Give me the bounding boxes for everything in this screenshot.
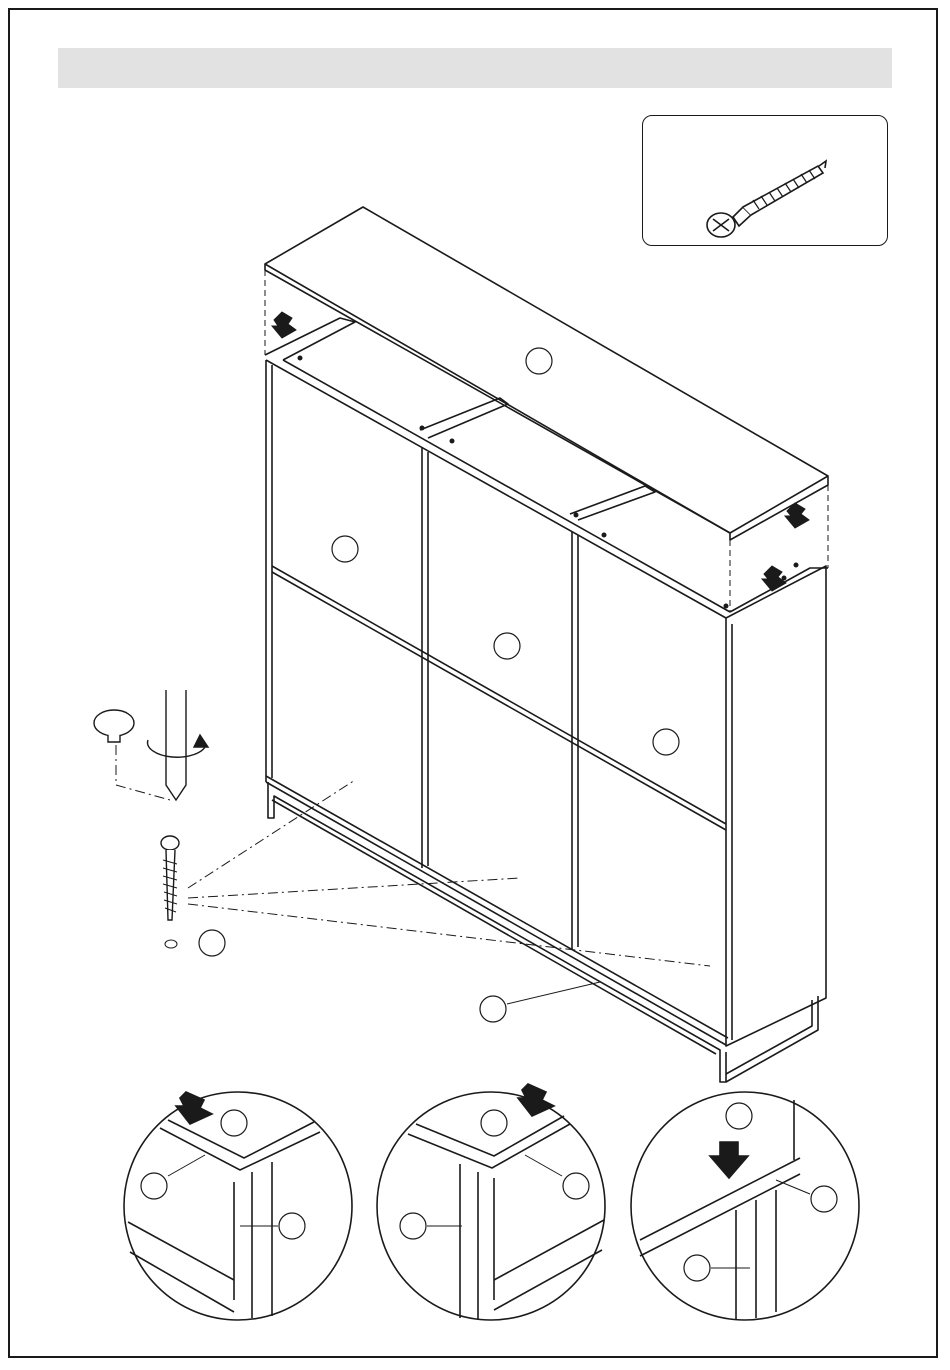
detail-left [124,1092,352,1320]
detail-middle [377,1084,605,1320]
arrow-down-icon [272,312,296,338]
callout-screw-group [199,930,225,956]
callout-base-frame [480,996,506,1022]
screw-icon [161,836,179,850]
callout-top-panel [526,348,552,374]
screwdriver-icon [166,690,186,800]
callout-door-top-right [653,729,679,755]
callout-door-top-left [332,536,358,562]
callout-door-top-middle [494,633,520,659]
detail-right [631,1092,859,1320]
cover-cap-icon [94,710,134,736]
top-panel-shape [265,207,828,540]
